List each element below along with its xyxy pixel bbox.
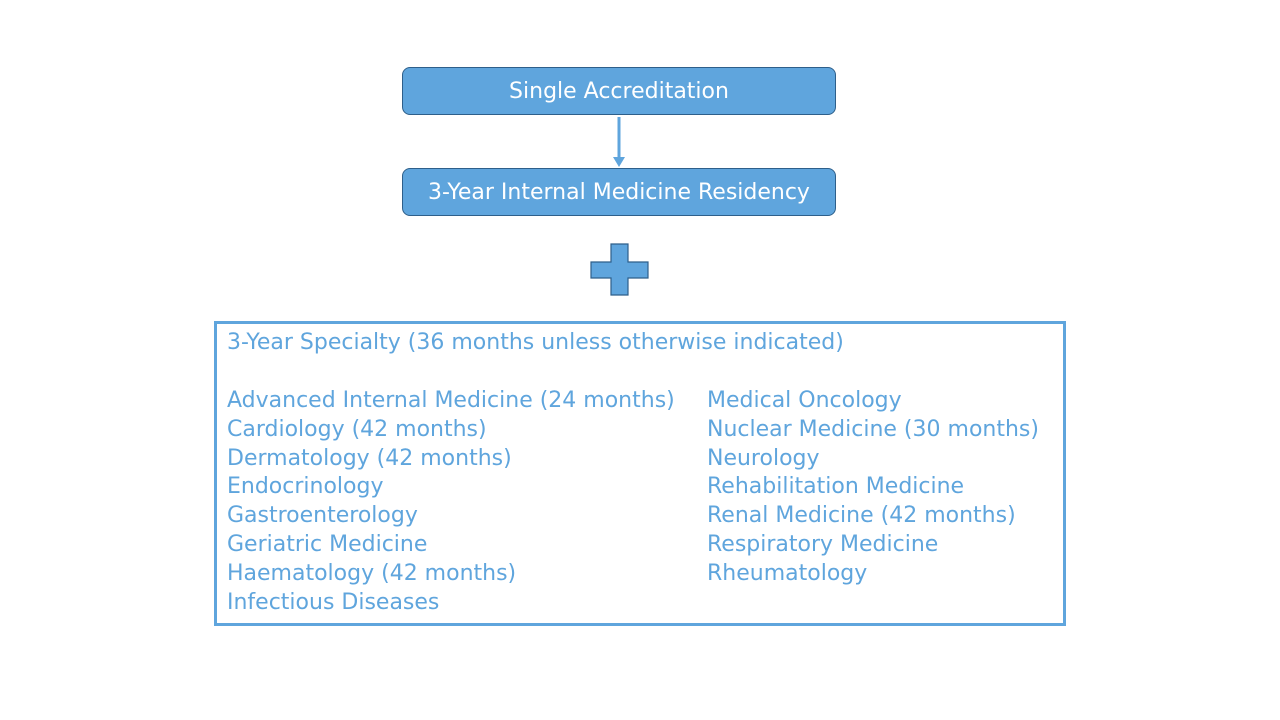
plus-icon <box>590 243 649 296</box>
specialty-item: Renal Medicine (42 months) <box>707 503 1016 529</box>
single-accreditation-node: Single Accreditation <box>402 67 836 115</box>
specialty-item: Medical Oncology <box>707 388 902 413</box>
specialty-box: 3-Year Specialty (36 months unless other… <box>214 321 1066 626</box>
internal-medicine-residency-label: 3-Year Internal Medicine Residency <box>428 179 810 205</box>
specialty-item: Endocrinology <box>227 474 384 500</box>
internal-medicine-residency-node: 3-Year Internal Medicine Residency <box>402 168 836 216</box>
specialty-item: Advanced Internal Medicine (24 months) <box>227 388 675 413</box>
specialty-item: Geriatric Medicine <box>227 531 428 557</box>
specialty-item: Rheumatology <box>707 560 868 586</box>
specialty-item: Cardiology (42 months) <box>227 416 487 442</box>
specialty-item: Gastroenterology <box>227 503 418 529</box>
specialty-item: Rehabilitation Medicine <box>707 474 965 500</box>
specialty-item: Neurology <box>707 445 820 471</box>
specialty-item: Haematology (42 months) <box>227 560 517 586</box>
single-accreditation-label: Single Accreditation <box>509 78 729 104</box>
specialty-item: Respiratory Medicine <box>707 531 939 557</box>
specialty-item: Dermatology (42 months) <box>227 445 512 471</box>
specialty-box-title: 3-Year Specialty (36 months unless other… <box>227 330 844 355</box>
specialty-list-left: Advanced Internal Medicine (24 months) Ca… <box>227 387 675 617</box>
specialty-item: Nuclear Medicine (30 months) <box>707 416 1039 442</box>
arrowhead-icon <box>613 157 625 167</box>
specialty-item: Infectious Diseases <box>227 589 440 615</box>
